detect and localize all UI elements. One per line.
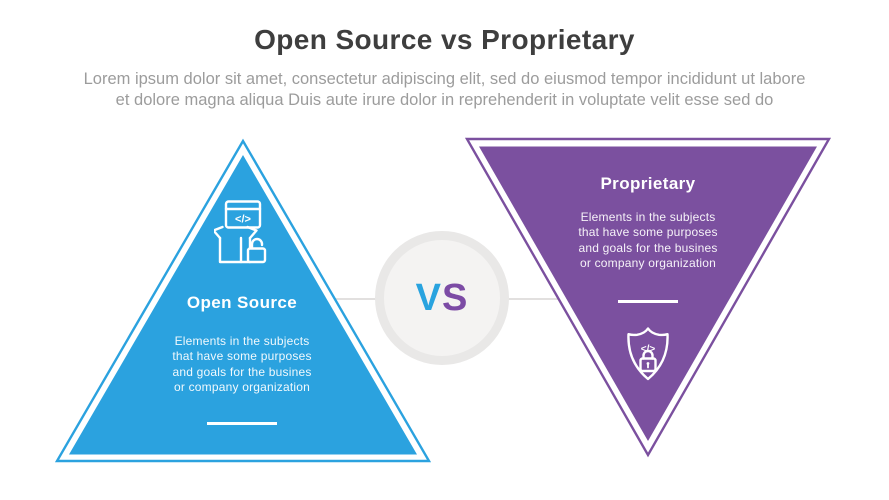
page-title: Open Source vs Proprietary [254,24,635,55]
open-source-triangle-outline [54,138,432,463]
proprietary-triangle [479,146,817,441]
shield-code-locked-icon: </> [498,325,798,388]
proprietary-title: Proprietary [600,174,696,193]
open-source-description: Elements in the subjects that have some … [172,334,312,394]
proprietary-triangle-outline [464,137,832,458]
subtitle-line-1: Lorem ipsum dolor sit amet, consectetur … [83,70,806,88]
page-subtitle: Lorem ipsum dolor sit amet, consectetur … [0,69,889,111]
open-source-triangle [69,155,417,455]
divider-line [618,300,678,304]
subtitle-line-2: et dolore magna aliqua Duis aute irure d… [115,91,774,109]
code-window-open-box-unlocked-icon: </> [92,200,392,269]
proprietary-content: Proprietary Elements in the subjects tha… [498,174,798,388]
vs-letter-s: S [442,277,469,319]
open-source-title: Open Source [186,293,298,312]
code-glyph: </> [641,344,656,355]
divider-line [207,422,277,426]
proprietary-description: Elements in the subjects that have some … [578,210,718,270]
open-source-content: </> Open Source Elements in the subjects… [92,200,392,426]
vs-letter-v: V [415,277,442,319]
code-glyph: </> [235,214,251,226]
